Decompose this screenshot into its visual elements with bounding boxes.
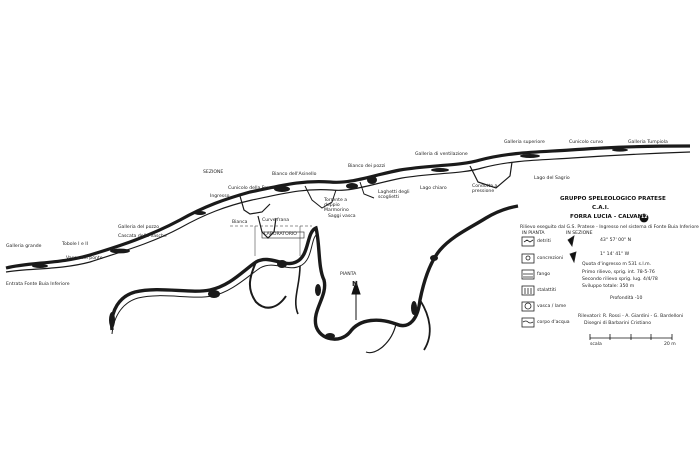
- label-galleria-grande: Galleria grande: [6, 244, 42, 249]
- caption: Rilievo eseguito dal G.S. Pratese - Ingr…: [520, 225, 699, 230]
- legend-item: detriti: [537, 239, 551, 244]
- label-galleria-superiore: Galleria superiore: [504, 140, 545, 145]
- title-number: 12: [641, 215, 648, 220]
- info-scala: scala: [590, 342, 602, 347]
- legend-pianta-header: IN PIANTA: [522, 231, 545, 236]
- info-prof: Profondità -10: [610, 296, 643, 301]
- label-condotta: Condotta a pressione: [472, 184, 498, 194]
- label-galleria-ventilazione: Galleria di ventilazione: [415, 152, 468, 157]
- title-line1: GRUPPO SPELEOLOGICO PRATESE: [560, 196, 666, 202]
- legend-item: stalattiti: [537, 288, 557, 293]
- plan-passage: [110, 204, 519, 354]
- legend-item: corpo d'acqua: [537, 320, 570, 325]
- section-passage: [5, 144, 691, 273]
- label-laboratorio: LABORATORIO: [264, 232, 297, 237]
- scale-bar: [589, 334, 673, 340]
- label-cunicolo-frana: Cunicolo della Frana: [228, 186, 275, 191]
- label-curve-frana: Curve frana: [262, 218, 290, 223]
- legend-section-symbols: [567, 235, 577, 264]
- info-secondo: Secondo rilievo sprig. lug. 4/4/78: [582, 277, 658, 282]
- plan-fill-marks: [109, 255, 438, 339]
- legend-item: fango: [537, 272, 551, 277]
- legend-item: vasca / lame: [537, 304, 567, 309]
- info-coordinates2: 1° 14' 41" W: [600, 252, 630, 257]
- label-vasca-ponte: Vasca del ponte: [66, 256, 103, 261]
- label-sezione: SEZIONE: [203, 170, 224, 175]
- legend-symbols: [521, 236, 535, 328]
- label-ingressi-sezione: Entrata Fonte Buia Inferiore: [6, 282, 70, 287]
- info-rilievo: Rilevatori: R. Rossi - A. Giardini - G. …: [578, 314, 684, 319]
- label-tobole: Tobole I e II: [62, 242, 88, 247]
- title-line3: FORRA LUCIA - CALVANA: [570, 214, 647, 220]
- label-galleria-tumpiola: Galleria Tumpiola: [628, 140, 668, 145]
- label-lago-chiaro: Lago chiaro: [420, 186, 447, 191]
- info-quota: Quota d'ingresso m 531 s.l.m.: [582, 262, 652, 267]
- label-ingresso: Ingresso: [210, 194, 230, 199]
- label-torrente: Torrente a doppio Marmorino: [324, 198, 349, 213]
- info-disegni: Disegni di Barbarini Cristiano: [584, 321, 652, 326]
- compass-label: N: [352, 280, 358, 288]
- title-line2: C.A.I.: [592, 205, 609, 211]
- info-scala-unit: 20 m: [664, 342, 676, 347]
- legend-sezione-header: IN SEZIONE: [566, 231, 593, 236]
- label-cascata: Cascata della Vasche: [118, 234, 167, 239]
- title-number-badge: [639, 213, 649, 223]
- label-galleria-pozzo: Galleria del pozzo: [118, 225, 160, 230]
- info-primo: Primo rilievo, sprig. int. 78-5-76: [582, 270, 655, 275]
- legend-item: concrezioni: [537, 256, 564, 261]
- label-cunicolo-curvo: Cunicolo curvo: [569, 140, 604, 145]
- label-bianco-asinello: Bianco dell'Asinello: [272, 172, 317, 177]
- label-laghetti: Laghetti degli scoglietti: [378, 190, 410, 200]
- label-lago-sagrio: Lago del Sagrio: [534, 176, 570, 181]
- north-arrow: [351, 280, 361, 320]
- label-bianca: Bianca: [232, 220, 248, 225]
- label-saggi-vasca: Saggi vasca: [328, 214, 356, 219]
- info-coordinates: 43° 57' 00" N: [600, 238, 632, 243]
- info-sviluppo: Sviluppo totale: 350 m: [582, 284, 635, 289]
- section-fill-marks: [32, 148, 628, 268]
- label-pianta: PIANTA: [340, 272, 357, 277]
- label-bianco-pozzi: Bianco dei pozzi: [348, 164, 386, 169]
